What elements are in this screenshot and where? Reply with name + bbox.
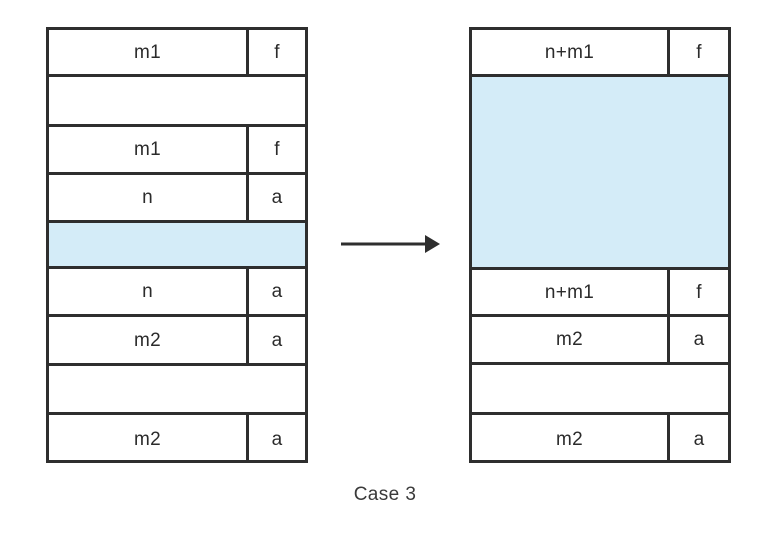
memory-row-free-gap	[49, 77, 305, 127]
memory-row-entry: m2 a	[49, 317, 305, 366]
memory-row-entry: n+m1 f	[472, 270, 728, 317]
memory-row-entry: m1 f	[49, 30, 305, 77]
memory-row-size: n	[142, 187, 153, 208]
memory-row-size	[49, 223, 305, 266]
memory-row-size	[49, 77, 305, 124]
memory-row-tag: a	[667, 317, 728, 362]
memory-row-size: n+m1	[544, 281, 595, 303]
memory-row-size: m2	[134, 329, 161, 351]
memory-row-size: n	[142, 281, 153, 302]
memory-row-entry: m2 a	[472, 317, 728, 365]
memory-row-tag: f	[667, 270, 728, 314]
memory-row-tag: a	[246, 415, 305, 463]
memory-row-highlighted	[472, 77, 728, 270]
memory-row-free-gap	[472, 365, 728, 415]
memory-row-size	[49, 366, 305, 412]
figure-caption: Case 3	[353, 484, 417, 505]
memory-row-tag: f	[246, 30, 305, 74]
memory-row-entry: m2 a	[49, 415, 305, 463]
memory-row-tag: a	[246, 175, 305, 220]
memory-row-entry: n+m1 f	[472, 30, 728, 77]
memory-row-size: n+m1	[544, 41, 595, 63]
memory-row-tag: a	[246, 269, 305, 314]
memory-row-size: m1	[134, 41, 161, 63]
memory-row-highlighted	[49, 223, 305, 269]
memory-row-tag: a	[246, 317, 305, 363]
memory-row-size: m2	[134, 428, 161, 450]
memory-row-free-gap	[49, 366, 305, 415]
right-arrow-icon-line	[341, 242, 427, 246]
memory-row-tag: a	[667, 415, 728, 463]
memory-row-size	[472, 77, 728, 267]
memory-row-size	[472, 365, 728, 412]
memory-row-entry: m1 f	[49, 127, 305, 175]
memory-row-tag: f	[667, 30, 728, 74]
memory-row-tag: f	[246, 127, 305, 172]
memory-row-size: m2	[556, 329, 583, 350]
right-arrow-icon-head	[425, 235, 440, 253]
memory-row-entry: m2 a	[472, 415, 728, 463]
memory-row-size: m2	[556, 428, 583, 450]
memory-block-after: n+m1 f n+m1 f m2 a m2 a	[469, 27, 731, 463]
transition-arrow	[341, 234, 441, 254]
memory-row-size: m1	[134, 139, 161, 160]
